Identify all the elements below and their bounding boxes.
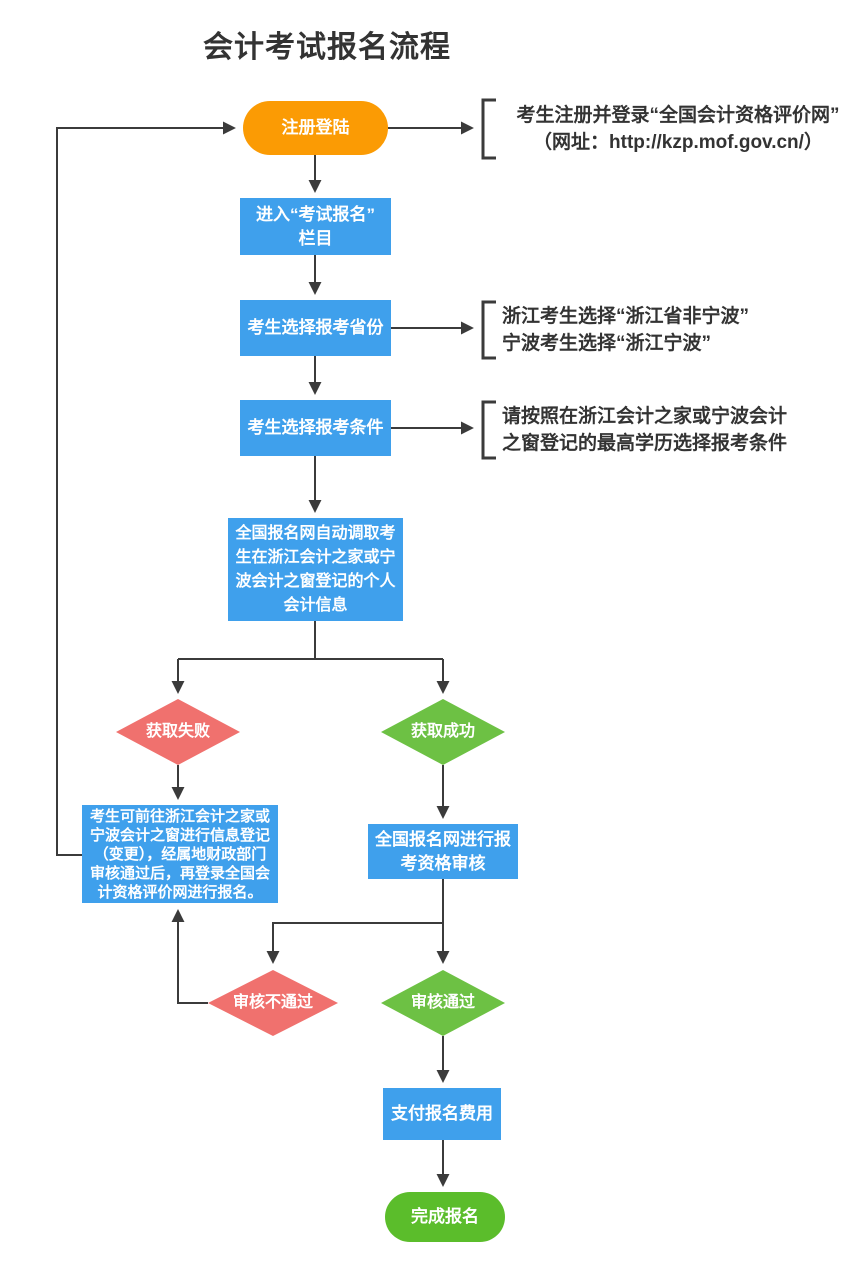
connector-reject-to-update [171, 909, 208, 1004]
node-select-condition: 考生选择报考条件 [240, 400, 391, 456]
node-pass-label: 审核通过 [410, 994, 475, 1011]
node-done-label: 完成报名 [411, 1207, 479, 1226]
node-review-rejected: 审核不通过 [208, 970, 338, 1036]
node-register-label: 注册登陆 [281, 118, 350, 137]
node-select-province: 考生选择报考省份 [240, 300, 391, 356]
note-bracket-province [481, 300, 496, 360]
node-fail-label: 获取失败 [145, 723, 210, 740]
note-bracket-register [481, 98, 496, 160]
connector-fetch-branch [178, 621, 443, 660]
note-bracket-condition [481, 400, 496, 460]
node-fetch-success: 获取成功 [381, 699, 505, 765]
node-update-label: 考生可前往浙江会计之家或 宁波会计之窗进行信息登记 （变更），经属地财政部门 审… [89, 807, 270, 901]
node-qualification-review: 全国报名网进行报 考资格审核 [368, 824, 518, 879]
node-success-label: 获取成功 [410, 723, 475, 740]
node-registration-done: 完成报名 [385, 1192, 505, 1242]
node-fetch-failed: 获取失败 [116, 699, 240, 765]
node-province-label: 考生选择报考省份 [247, 318, 384, 337]
node-enter-label: 进入“考试报名” 栏目 [256, 204, 375, 248]
node-pay-label: 支付报名费用 [391, 1104, 493, 1123]
node-update-info: 考生可前往浙江会计之家或 宁波会计之窗进行信息登记 （变更），经属地财政部门 审… [82, 805, 278, 903]
node-reject-label: 审核不通过 [232, 994, 313, 1011]
note-condition: 请按照在浙江会计之家或宁波会计 之窗登记的最高学历选择报考条件 [502, 406, 788, 454]
note-register: 考生注册并登录“全国会计资格评价网” （网址：http://kzp.mof.go… [516, 105, 840, 153]
node-register: 注册登陆 [243, 101, 388, 155]
node-condition-label: 考生选择报考条件 [247, 418, 384, 437]
node-fetch-label: 全国报名网自动调取考 生在浙江会计之家或宁 波会计之窗登记的个人 会计信息 [235, 524, 396, 614]
note-province: 浙江考生选择“浙江省非宁波” 宁波考生选择“浙江宁波” [502, 306, 750, 354]
node-fetch-info: 全国报名网自动调取考 生在浙江会计之家或宁 波会计之窗登记的个人 会计信息 [228, 518, 403, 621]
node-review-passed: 审核通过 [381, 970, 505, 1036]
page-title: 会计考试报名流程 [203, 31, 451, 64]
node-enter-exam-section: 进入“考试报名” 栏目 [240, 198, 391, 255]
connector-review-to-reject [266, 922, 443, 964]
node-review-label: 全国报名网进行报 考资格审核 [375, 829, 511, 873]
node-pay-fee: 支付报名费用 [383, 1088, 501, 1140]
